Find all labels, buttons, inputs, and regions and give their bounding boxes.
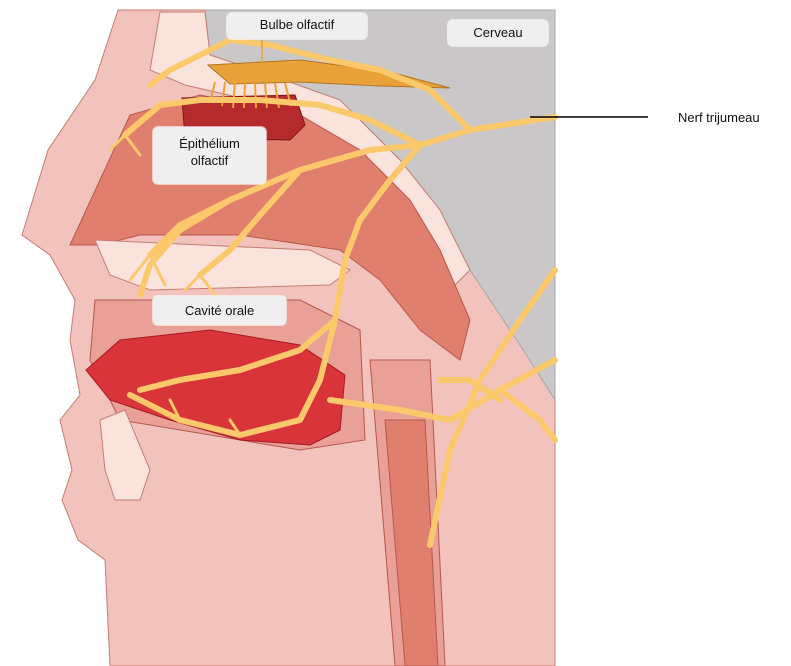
label-cavite-orale: Cavité orale	[153, 296, 286, 325]
epithelium-text-line2: olfactif	[153, 152, 266, 169]
epithelium-text-line1: Épithélium	[153, 135, 266, 152]
label-cerveau: Cerveau	[448, 20, 548, 46]
label-nerf-trijumeau: Nerf trijumeau	[678, 110, 760, 125]
label-bulbe-olfactif: Bulbe olfactif	[227, 13, 367, 39]
bulbe-olfactif-text: Bulbe olfactif	[260, 17, 334, 32]
label-epithelium-olfactif: Épithélium olfactif	[153, 127, 266, 184]
nerf-trijumeau-text: Nerf trijumeau	[678, 110, 760, 125]
cerveau-text: Cerveau	[473, 25, 522, 40]
cavite-orale-text: Cavité orale	[185, 303, 254, 318]
